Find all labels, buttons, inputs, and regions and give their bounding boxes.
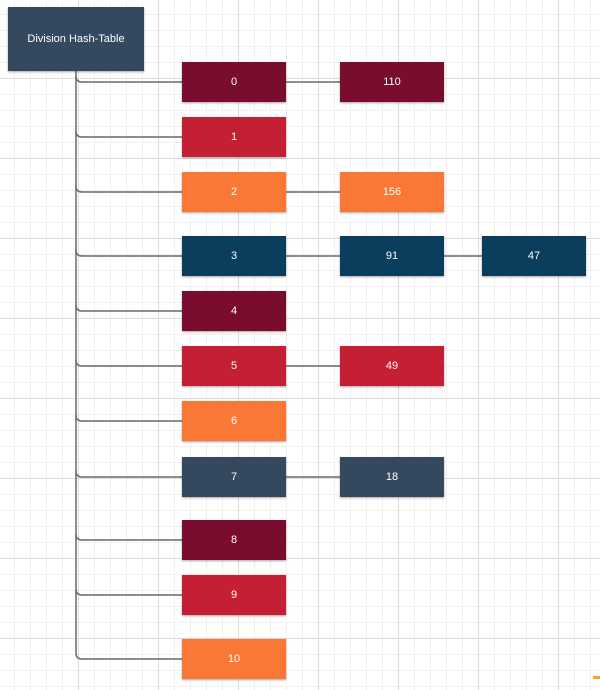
bucket-1[interactable]: 1 xyxy=(182,117,286,157)
bucket-connector-2 xyxy=(75,185,182,193)
root-node[interactable]: Division Hash-Table xyxy=(8,7,144,71)
bucket-5[interactable]: 5 xyxy=(182,346,286,386)
bucket-connector-7 xyxy=(75,470,182,478)
chain-node-18[interactable]: 18 xyxy=(340,457,444,497)
bucket-connector-0 xyxy=(75,75,182,83)
bucket-0[interactable]: 0 xyxy=(182,62,286,102)
chain-node-49[interactable]: 49 xyxy=(340,346,444,386)
chain-node-47[interactable]: 47 xyxy=(482,236,586,276)
bucket-connector-6 xyxy=(75,414,182,422)
chain-node-156[interactable]: 156 xyxy=(340,172,444,212)
chain-node-91[interactable]: 91 xyxy=(340,236,444,276)
bucket-10[interactable]: 10 xyxy=(182,639,286,679)
chain-node-110[interactable]: 110 xyxy=(340,62,444,102)
bucket-connector-3 xyxy=(75,249,182,257)
bucket-3[interactable]: 3 xyxy=(182,236,286,276)
bucket-connector-8 xyxy=(75,533,182,541)
bucket-2[interactable]: 2 xyxy=(182,172,286,212)
bucket-8[interactable]: 8 xyxy=(182,520,286,560)
bucket-4[interactable]: 4 xyxy=(182,291,286,331)
bucket-7[interactable]: 7 xyxy=(182,457,286,497)
bucket-connector-4 xyxy=(75,304,182,312)
accent-mark xyxy=(593,676,600,679)
bucket-connector-9 xyxy=(75,588,182,596)
bucket-connector-10 xyxy=(75,652,182,660)
bucket-connector-5 xyxy=(75,359,182,367)
bucket-9[interactable]: 9 xyxy=(182,575,286,615)
bucket-connector-1 xyxy=(75,130,182,138)
bucket-6[interactable]: 6 xyxy=(182,401,286,441)
